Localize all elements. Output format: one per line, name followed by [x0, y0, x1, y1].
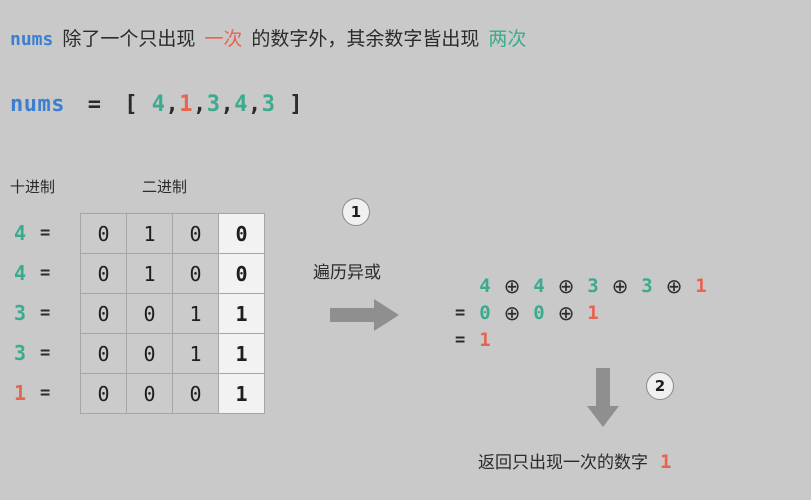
headline-text-once: 一次: [204, 28, 243, 50]
decimal-equals: =: [40, 223, 51, 243]
bit-cell-r3-c2: 1: [172, 333, 219, 374]
xor-token-0-4: 1: [695, 274, 707, 297]
nums-open-bracket: [: [124, 92, 138, 117]
xor-token-0-2: 3: [587, 274, 599, 297]
bit-cell-r2-c0: 0: [80, 293, 127, 334]
bit-cell-r4-c0: 0: [80, 373, 127, 414]
bit-cell-r4-c2: 0: [172, 373, 219, 414]
xor-line-lead: =: [455, 329, 466, 350]
xor-token-0-1: 4: [533, 274, 545, 297]
decimal-row: 3=: [14, 293, 50, 333]
arrow-down-icon: [586, 368, 620, 433]
nums-close-bracket: ]: [289, 92, 303, 117]
decimal-value-0: 4: [14, 221, 27, 245]
nums-separator: ,: [220, 92, 235, 117]
xor-expression-block: 4⊕4⊕3⊕3⊕1=0⊕0⊕1=1: [455, 272, 711, 353]
decimal-row: 1=: [14, 373, 50, 413]
xor-operator-icon: ⊕: [557, 273, 575, 298]
bit-cell-r0-c0: 0: [80, 213, 127, 254]
nums-value-0: 4: [151, 92, 166, 117]
decimal-label-column: 4=4=3=3=1=: [14, 213, 50, 413]
bit-cell-r1-c2: 0: [172, 253, 219, 294]
decimal-equals: =: [40, 263, 51, 283]
xor-line-2: =1: [455, 326, 711, 353]
xor-operator-icon: ⊕: [503, 300, 521, 325]
bit-cell-r0-c1: 1: [126, 213, 173, 254]
xor-operator-icon: ⊕: [611, 273, 629, 298]
decimal-value-1: 4: [14, 261, 27, 285]
headline-text-part1: 除了一个只出现: [62, 28, 196, 50]
step-badge-1: 1: [342, 198, 370, 226]
nums-value-4: 3: [261, 92, 276, 117]
nums-assignment-line: nums = [ 4,1,3,4,3 ]: [10, 92, 303, 117]
caption-binary: 二进制: [142, 178, 188, 196]
bit-cell-r4-c3: 1: [218, 373, 265, 414]
nums-value-2: 3: [206, 92, 221, 117]
xor-token-0-3: 3: [641, 274, 653, 297]
headline-text-part2: 的数字外，其余数字皆出现: [251, 28, 480, 50]
bit-cell-r1-c3: 0: [218, 253, 265, 294]
xor-token-1-0: 0: [479, 301, 491, 324]
xor-token-1-1: 0: [533, 301, 545, 324]
bit-cell-r1-c0: 0: [80, 253, 127, 294]
bit-cell-r4-c1: 0: [126, 373, 173, 414]
xor-line-0: 4 ⊕ 4 ⊕ 3 ⊕ 3 ⊕ 1: [455, 272, 711, 299]
xor-operator-icon: ⊕: [665, 273, 683, 298]
nums-separator: ,: [192, 92, 207, 117]
decimal-row: 4=: [14, 213, 50, 253]
step-badge-2: 2: [646, 372, 674, 400]
bit-cell-r3-c0: 0: [80, 333, 127, 374]
xor-token-0-0: 4: [479, 274, 491, 297]
bit-cell-r3-c1: 0: [126, 333, 173, 374]
decimal-row: 3=: [14, 333, 50, 373]
bit-cell-r3-c3: 1: [218, 333, 265, 374]
decimal-equals: =: [40, 343, 51, 363]
decimal-value-2: 3: [14, 301, 27, 325]
decimal-equals: =: [40, 303, 51, 323]
nums-separator: ,: [165, 92, 180, 117]
xor-line-lead: =: [455, 302, 466, 323]
nums-value-3: 4: [234, 92, 248, 117]
nums-keyword: nums: [10, 92, 65, 117]
bit-cell-r2-c2: 1: [172, 293, 219, 334]
bit-cell-r0-c3: 0: [218, 213, 265, 254]
bit-cell-r0-c2: 0: [172, 213, 219, 254]
nums-value-1: 1: [179, 92, 193, 117]
traverse-xor-label: 遍历异或: [313, 263, 381, 283]
result-label: 返回只出现一次的数字: [478, 453, 648, 473]
xor-token-1-2: 1: [587, 301, 599, 324]
result-line: 返回只出现一次的数字 1: [478, 448, 671, 473]
nums-equals: =: [87, 92, 102, 117]
nums-separator: ,: [247, 92, 262, 117]
xor-operator-icon: ⊕: [503, 273, 521, 298]
headline-text-twice: 两次: [488, 28, 527, 50]
arrow-right-icon: [330, 298, 400, 337]
decimal-value-3: 3: [14, 341, 27, 365]
decimal-row: 4=: [14, 253, 50, 293]
bit-cell-r2-c3: 1: [218, 293, 265, 334]
xor-operator-icon: ⊕: [557, 300, 575, 325]
bit-cell-r1-c1: 1: [126, 253, 173, 294]
bit-cell-r2-c1: 0: [126, 293, 173, 334]
result-value: 1: [660, 451, 672, 473]
xor-token-2-0: 1: [479, 328, 491, 351]
decimal-equals: =: [40, 383, 51, 403]
headline: nums 除了一个只出现 一次 的数字外，其余数字皆出现 两次: [10, 24, 526, 51]
decimal-value-4: 1: [14, 381, 27, 405]
xor-line-1: = 0 ⊕ 0 ⊕ 1: [455, 299, 711, 326]
nums-value-list: 4,1,3,4,3: [152, 92, 276, 117]
caption-decimal: 十进制: [10, 178, 56, 196]
headline-keyword-nums: nums: [10, 29, 54, 50]
